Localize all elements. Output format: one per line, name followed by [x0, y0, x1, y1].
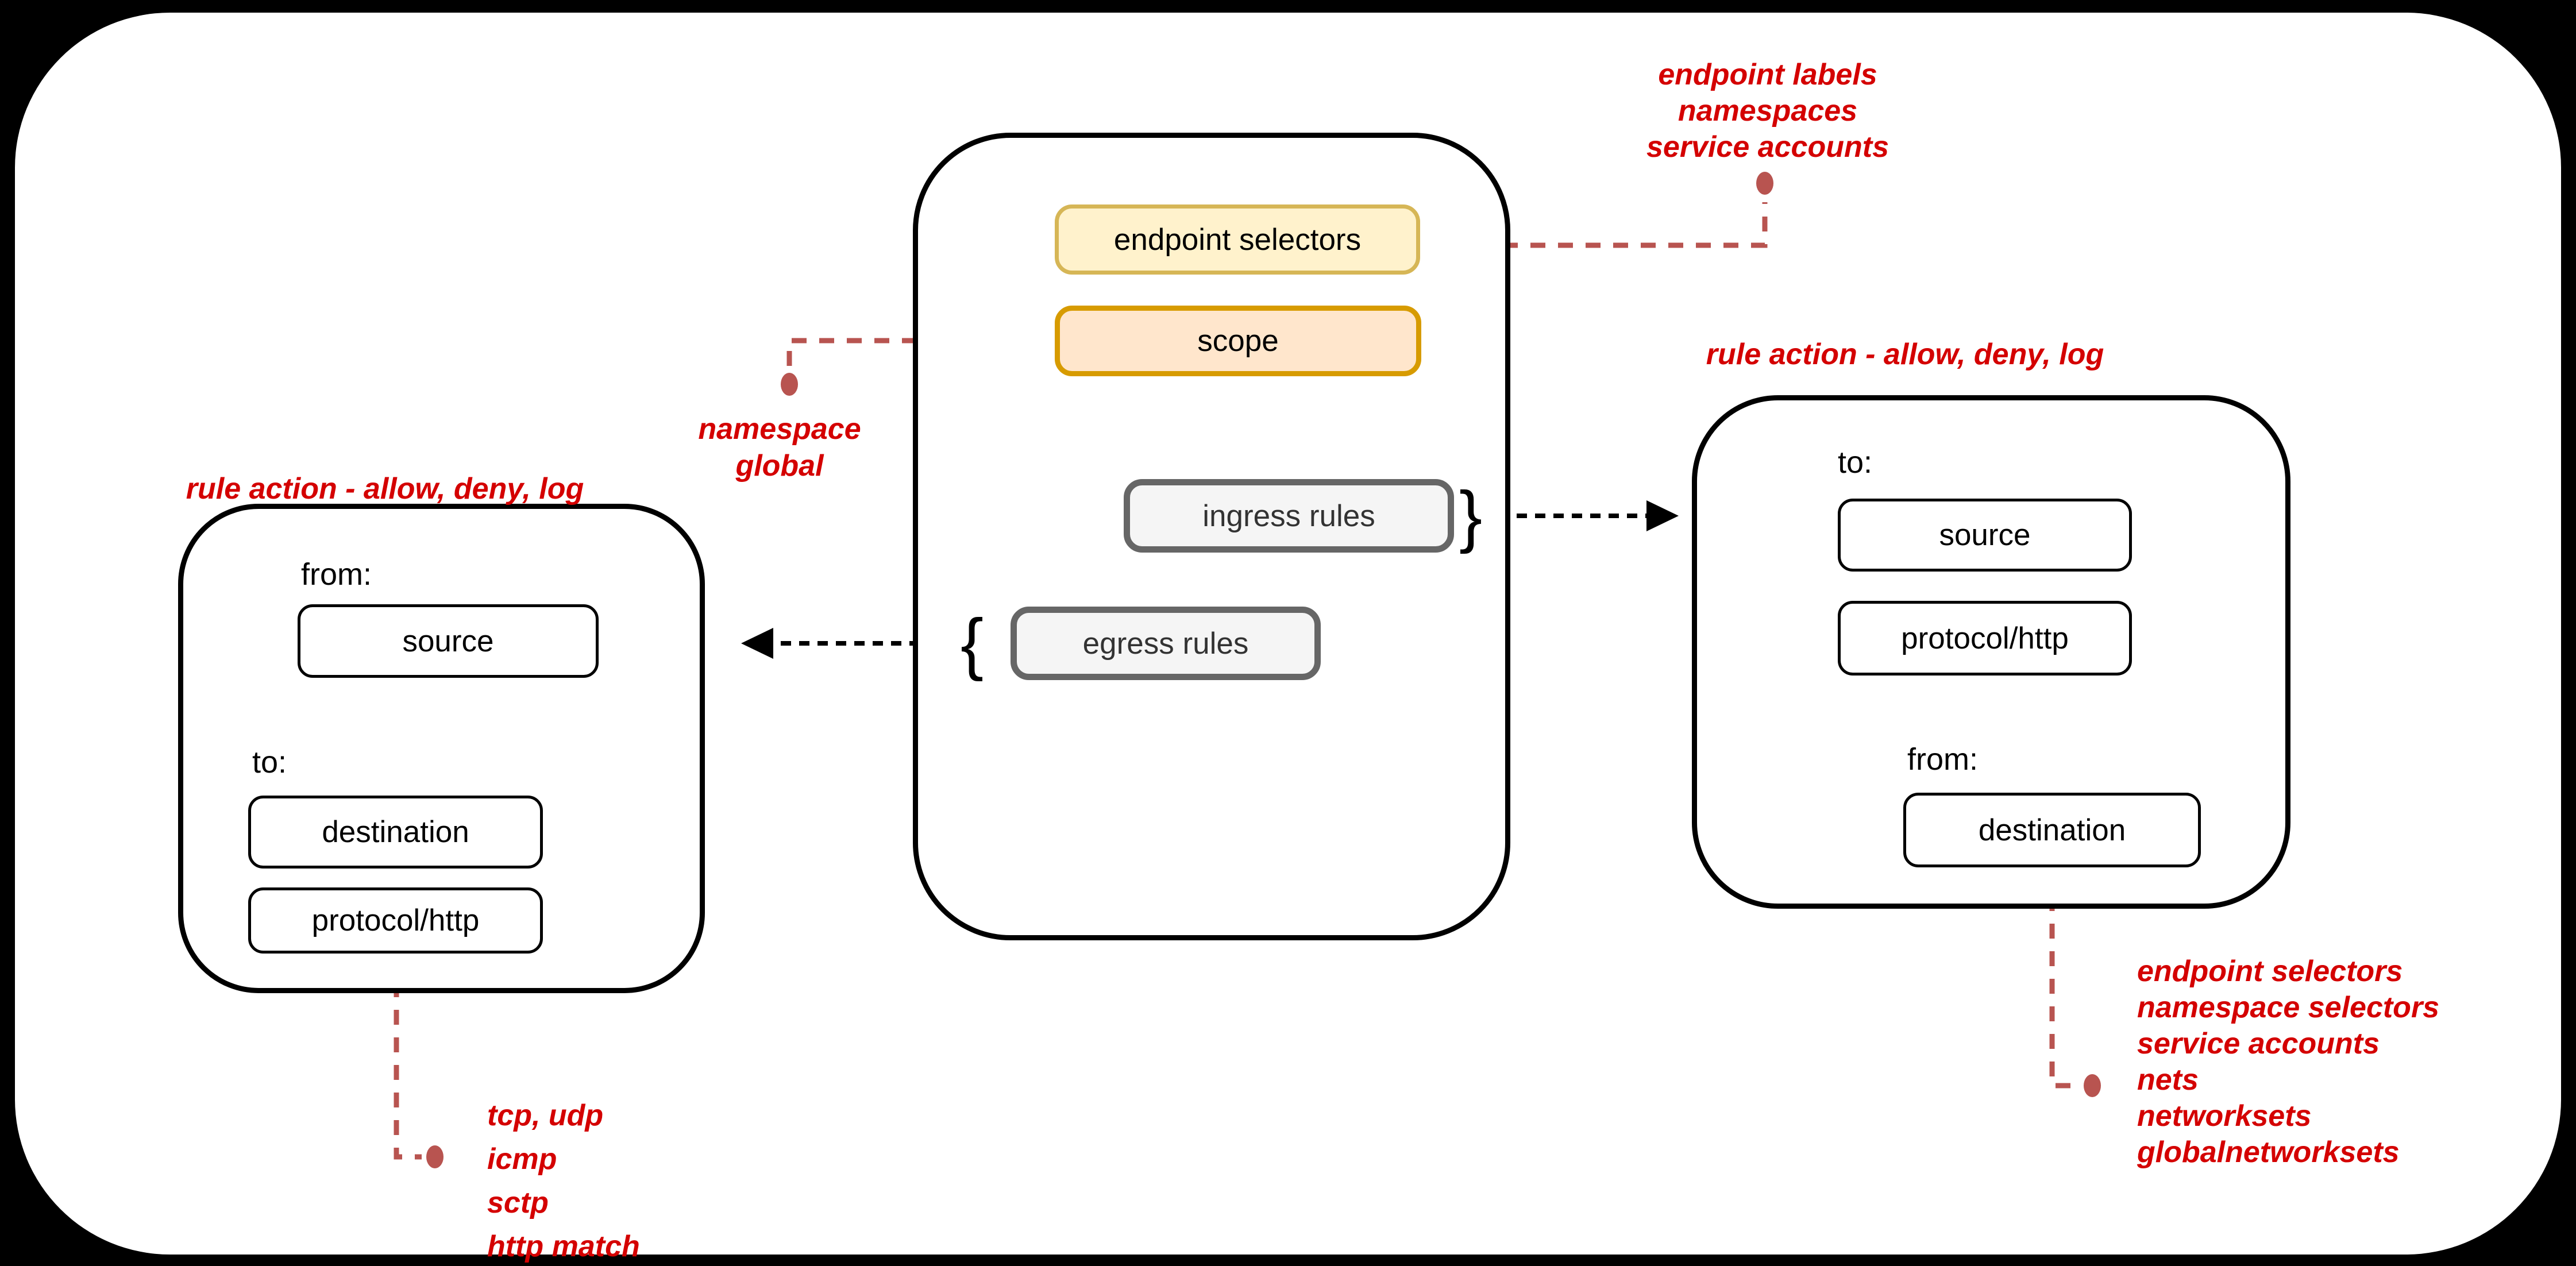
endpoint-note-line: namespaces — [1678, 94, 1858, 128]
endpoint-selectors-label: endpoint selectors — [1113, 222, 1362, 257]
egress-to-label: to: — [252, 745, 287, 779]
egress-brace: { — [961, 605, 984, 682]
destination-note-line: globalnetworksets — [2137, 1136, 2400, 1169]
ingress-destination-label: destination — [1978, 813, 2126, 847]
scope-note-line: namespace — [698, 412, 861, 446]
egress-rules-label: egress rules — [1082, 626, 1249, 661]
egress-destination-box: destination — [248, 796, 543, 869]
ingress-rules-box: ingress rules — [1124, 479, 1454, 553]
scope-note-line: global — [735, 449, 824, 483]
ingress-source-label: source — [1939, 518, 2031, 552]
protocol-note: tcp, udp icmp sctp http match — [487, 1094, 640, 1266]
scope-box: scope — [1055, 306, 1421, 376]
egress-protocol-box: protocol/http — [248, 887, 543, 954]
protocol-note-line: sctp — [487, 1186, 549, 1219]
ingress-brace: } — [1459, 477, 1483, 554]
egress-destination-label: destination — [322, 815, 469, 849]
endpoint-connector-dot — [1756, 172, 1773, 195]
ingress-arrowhead — [1646, 500, 1679, 531]
destination-note-line: networksets — [2137, 1099, 2312, 1133]
endpoint-note-line: endpoint labels — [1658, 58, 1877, 91]
protocol-note-line: icmp — [487, 1143, 557, 1176]
ingress-rule-action-note: rule action - allow, deny, log — [1706, 338, 2104, 371]
egress-arrowhead — [741, 628, 773, 659]
destination-connector-dot — [2084, 1074, 2101, 1097]
egress-source-label: source — [402, 624, 494, 658]
egress-protocol-label: protocol/http — [311, 904, 480, 937]
egress-rules-box: egress rules — [1011, 607, 1321, 680]
ingress-rules-label: ingress rules — [1202, 499, 1375, 533]
destination-note-line: namespace selectors — [2137, 991, 2440, 1024]
egress-rule-action-note: rule action - allow, deny, log — [186, 472, 584, 505]
ingress-source-box: source — [1838, 499, 2132, 572]
ingress-to-label: to: — [1838, 445, 1873, 480]
destination-note-line: service accounts — [2137, 1027, 2380, 1060]
endpoint-selectors-box: endpoint selectors — [1055, 204, 1420, 275]
egress-source-box: source — [298, 604, 599, 678]
ingress-protocol-box: protocol/http — [1838, 601, 2132, 676]
scope-note: namespace global — [698, 411, 861, 484]
destination-note-connector — [2049, 869, 2078, 1089]
destination-note-line: endpoint selectors — [2137, 955, 2403, 988]
destination-note-line: nets — [2137, 1063, 2199, 1097]
protocol-note-connector — [394, 955, 422, 1160]
egress-from-label: from: — [301, 557, 372, 592]
ingress-from-label: from: — [1907, 742, 1979, 777]
protocol-connector-dot — [426, 1145, 444, 1168]
endpoint-note-line: service accounts — [1646, 130, 1889, 164]
ingress-destination-box: destination — [1903, 793, 2201, 867]
protocol-note-line: http match — [487, 1230, 640, 1263]
destination-note: endpoint selectors namespace selectors s… — [2137, 954, 2439, 1171]
endpoint-note: endpoint labels namespaces service accou… — [1646, 57, 1889, 165]
ingress-protocol-label: protocol/http — [1901, 621, 2069, 655]
protocol-note-line: tcp, udp — [487, 1099, 604, 1132]
scope-label: scope — [1197, 324, 1279, 358]
endpoint-note-connector — [1420, 202, 1768, 248]
scope-connector-dot — [781, 373, 798, 396]
